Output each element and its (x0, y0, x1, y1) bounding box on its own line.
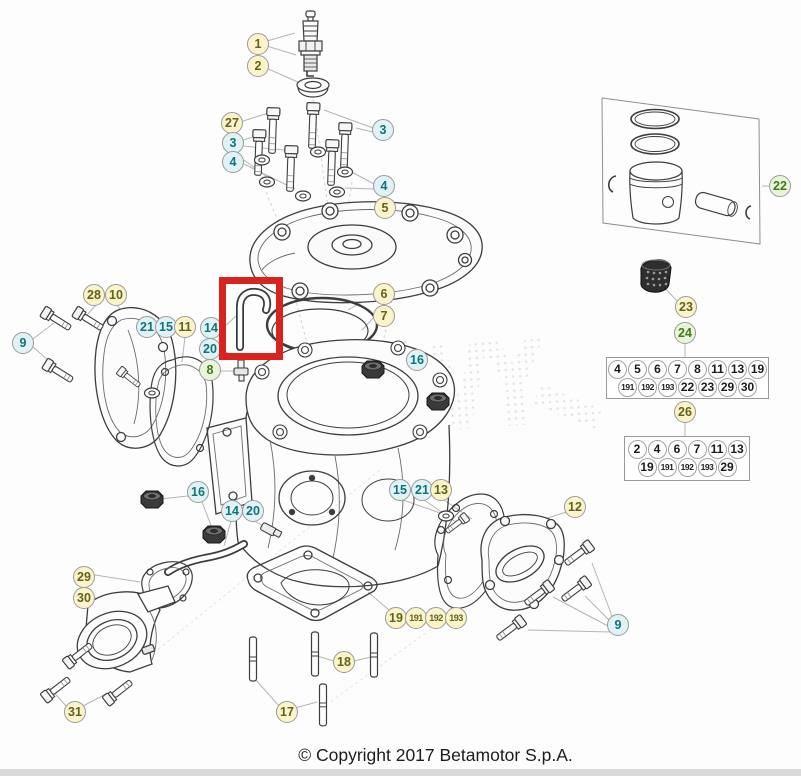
copyright-text: © Copyright 2017 Betamotor S.p.A. (298, 745, 573, 765)
kit-item-19[interactable]: 19 (637, 458, 657, 477)
callout-4[interactable]: 4 (222, 151, 244, 173)
highlight-box (219, 277, 283, 360)
callout-14[interactable]: 14 (221, 500, 243, 522)
callout-10[interactable]: 10 (105, 284, 127, 306)
kit-item-13[interactable]: 13 (728, 359, 747, 379)
callout-20[interactable]: 20 (242, 500, 264, 522)
callout-8[interactable]: 8 (199, 359, 221, 381)
kit-item-7[interactable]: 7 (668, 359, 687, 379)
kit-item-193[interactable]: 193 (658, 377, 677, 397)
callout-17[interactable]: 17 (276, 701, 298, 723)
elbow-tube-drawing (164, 540, 248, 576)
kit-item-192[interactable]: 192 (638, 377, 657, 397)
piston-kit-drawing (601, 97, 761, 245)
kit-item-5[interactable]: 5 (628, 359, 647, 379)
callout-18[interactable]: 18 (333, 651, 355, 673)
callout-29[interactable]: 29 (73, 566, 95, 588)
callout-14[interactable]: 14 (200, 317, 222, 339)
callout-3[interactable]: 3 (372, 119, 394, 141)
callout-15[interactable]: 15 (155, 316, 177, 338)
kit-item-13[interactable]: 13 (727, 440, 747, 459)
callout-11[interactable]: 11 (174, 316, 196, 338)
kit-item-4[interactable]: 4 (608, 359, 627, 379)
callout-192[interactable]: 192 (425, 607, 447, 629)
callout-21[interactable]: 21 (136, 316, 158, 338)
kit-item-30[interactable]: 30 (738, 377, 757, 397)
fitting-20-drawing (260, 522, 283, 538)
callout-27[interactable]: 27 (221, 112, 243, 134)
footer-bar (0, 769, 801, 776)
fitting-drawing (233, 359, 249, 382)
callout-31[interactable]: 31 (64, 701, 86, 723)
callout-26[interactable]: 26 (674, 401, 696, 423)
callout-22[interactable]: 22 (769, 175, 791, 197)
kit-item-11[interactable]: 11 (708, 359, 727, 379)
kit-item-192[interactable]: 192 (677, 458, 697, 477)
intake-boot-drawing (76, 585, 176, 673)
callout-193[interactable]: 193 (445, 607, 467, 629)
callout-5[interactable]: 5 (374, 197, 396, 219)
kit-item-7[interactable]: 7 (687, 440, 707, 459)
kit-item-29[interactable]: 29 (718, 377, 737, 397)
callout-2[interactable]: 2 (247, 55, 269, 77)
head-bolts-drawing (250, 101, 354, 202)
callout-6[interactable]: 6 (373, 283, 395, 305)
bearing-drawing (640, 259, 672, 293)
callout-9[interactable]: 9 (12, 332, 34, 354)
kit-item-19[interactable]: 19 (748, 359, 767, 379)
kit-item-11[interactable]: 11 (707, 440, 727, 459)
kit-item-191[interactable]: 191 (657, 458, 677, 477)
callout-4[interactable]: 4 (373, 175, 395, 197)
base-gasket-drawing (246, 545, 378, 622)
plug-washer-drawing (296, 77, 330, 98)
vent-tube-drawing (236, 287, 272, 351)
callout-23[interactable]: 23 (675, 296, 697, 318)
kit-item-22[interactable]: 22 (678, 377, 697, 397)
callout-191[interactable]: 191 (405, 607, 427, 629)
kit-item-6[interactable]: 6 (648, 359, 667, 379)
callout-16[interactable]: 16 (406, 349, 428, 371)
callout-12[interactable]: 12 (564, 496, 586, 518)
callout-19[interactable]: 19 (385, 607, 407, 629)
callout-7[interactable]: 7 (373, 305, 395, 327)
spark-plug-drawing (298, 10, 323, 77)
callout-9[interactable]: 9 (607, 614, 629, 636)
callout-30[interactable]: 30 (73, 587, 95, 609)
valve-cover-right-drawing (480, 514, 565, 611)
kit-item-4[interactable]: 4 (647, 440, 667, 459)
callout-15[interactable]: 15 (389, 479, 411, 501)
callout-20[interactable]: 20 (199, 338, 221, 360)
kit-item-8[interactable]: 8 (688, 359, 707, 379)
callout-16[interactable]: 16 (187, 481, 209, 503)
callout-28[interactable]: 28 (83, 284, 105, 306)
studs-drawing (248, 631, 379, 727)
kit-item-29[interactable]: 29 (717, 458, 737, 477)
kit-item-191[interactable]: 191 (618, 377, 637, 397)
cylinder-head-drawing (249, 201, 483, 304)
callout-1[interactable]: 1 (247, 33, 269, 55)
kit-item-2[interactable]: 2 (627, 440, 647, 459)
kit-item-6[interactable]: 6 (667, 440, 687, 459)
callout-24[interactable]: 24 (674, 322, 696, 344)
kit-item-23[interactable]: 23 (698, 377, 717, 397)
callout-13[interactable]: 13 (430, 479, 452, 501)
cylinder-drawing (206, 339, 456, 588)
kit-item-193[interactable]: 193 (697, 458, 717, 477)
